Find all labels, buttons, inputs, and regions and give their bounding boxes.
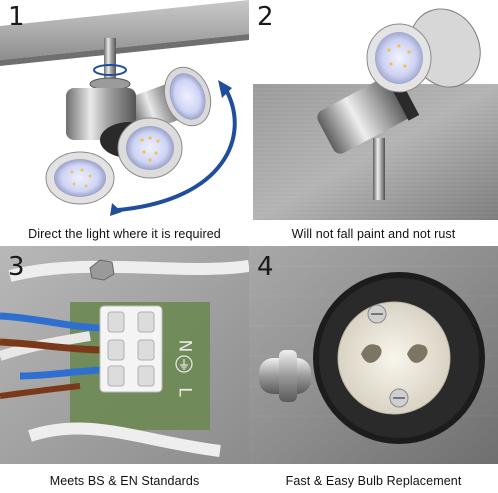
- gu10-socket-illustration: [249, 246, 498, 464]
- panel-caption: Will not fall paint and not rust: [291, 227, 456, 241]
- panel-number: 4: [257, 252, 274, 282]
- panel-caption: Meets BS & EN Standards: [49, 474, 200, 488]
- board-letter-n: N: [174, 339, 195, 353]
- panel-1: 1: [0, 0, 249, 246]
- earth-symbol-icon: [175, 355, 193, 373]
- panel-number: 1: [8, 2, 25, 32]
- terminal-block: [99, 305, 163, 393]
- panel-3: 3: [0, 246, 249, 493]
- rotating-spotlight-illustration: [0, 0, 249, 216]
- panel-caption: Direct the light where it is required: [28, 227, 221, 241]
- board-letter-l: L: [174, 387, 195, 397]
- curved-arrow-icon: [110, 80, 237, 216]
- panel-caption: Fast & Easy Bulb Replacement: [285, 474, 462, 488]
- panel-number: 3: [8, 252, 25, 282]
- panel-4: 4: [249, 246, 498, 493]
- panel-number: 2: [257, 2, 274, 32]
- panel-2: 2: [249, 0, 498, 246]
- brushed-steel-spotlight-illustration: [253, 8, 498, 220]
- terminal-block-wiring-illustration: [0, 246, 249, 464]
